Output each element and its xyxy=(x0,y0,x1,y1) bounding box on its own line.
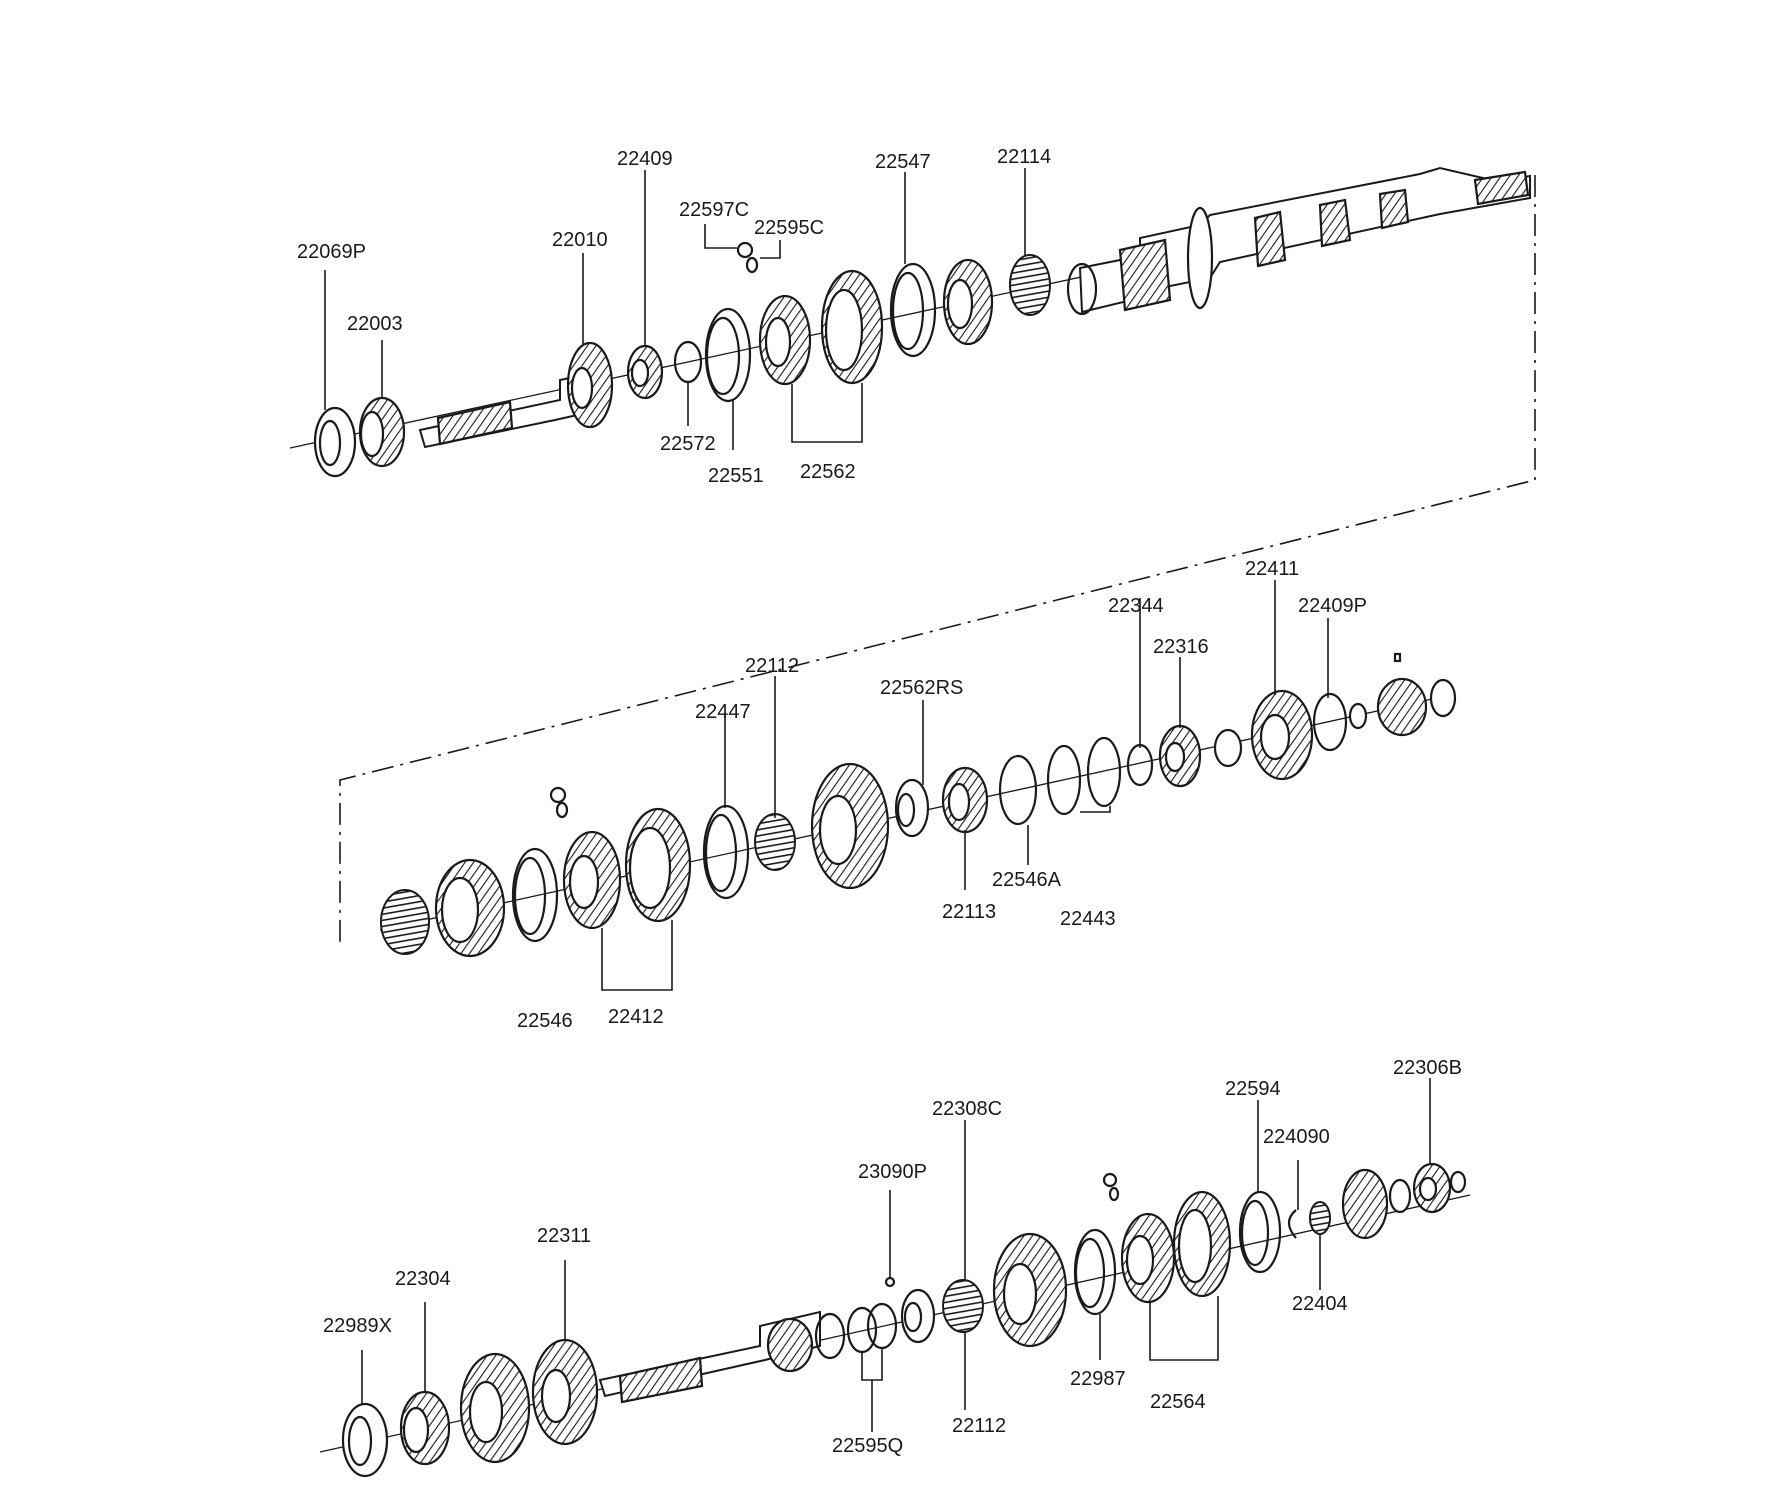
part-detent-ball xyxy=(549,786,567,804)
labels-bottom: 22306B 22594 224090 22308C 23090P 22311 … xyxy=(323,1057,1462,1457)
label-22547: 22547 xyxy=(875,151,931,173)
part-end-nut-bottom xyxy=(1449,1170,1467,1194)
part-small-pin xyxy=(1393,652,1402,663)
rear-shaft-end xyxy=(1066,262,1098,316)
main-shaft-assembly xyxy=(289,166,1531,478)
part-22404 xyxy=(1309,1201,1331,1235)
part-22597C xyxy=(736,241,754,259)
label-22594: 22594 xyxy=(1225,1078,1281,1100)
part-224090 xyxy=(1287,1209,1297,1239)
label-22404: 22404 xyxy=(1292,1293,1348,1315)
part-roller-bearing xyxy=(766,1317,814,1373)
leader-lines-bottom xyxy=(361,1078,1431,1432)
label-22344: 22344 xyxy=(1108,595,1164,617)
label-22010: 22010 xyxy=(552,229,608,251)
part-ring-middle-1 xyxy=(511,847,559,943)
label-22551: 22551 xyxy=(708,465,764,487)
label-22311: 22311 xyxy=(537,1225,591,1247)
label-22409P: 22409P xyxy=(1298,595,1367,617)
label-22114: 22114 xyxy=(997,146,1051,168)
label-22597C: 22597C xyxy=(679,199,749,221)
rear-gear-teeth-3 xyxy=(1318,198,1352,248)
part-ring-b1 xyxy=(814,1312,846,1360)
label-22562RS: 22562RS xyxy=(880,677,963,699)
part-22409P xyxy=(1312,692,1348,752)
label-22113: 22113 xyxy=(942,901,996,923)
label-22443: 22443 xyxy=(1060,908,1116,930)
part-22594 xyxy=(1238,1190,1282,1274)
part-22595C xyxy=(745,256,759,274)
labels-top: 22069P 22003 22010 22409 22597C 22595C 2… xyxy=(297,146,1051,487)
part-22595Q-a xyxy=(846,1306,878,1354)
label-22112-middle: 22112 xyxy=(745,655,799,677)
rear-flange xyxy=(1186,206,1214,310)
label-22989X: 22989X xyxy=(323,1315,392,1337)
part-22114 xyxy=(1009,254,1051,316)
label-22595C: 22595C xyxy=(754,217,824,239)
rear-spline xyxy=(1473,170,1530,206)
part-end-hub-bottom xyxy=(1341,1168,1389,1240)
leader-lines-middle xyxy=(601,580,1329,991)
label-22412: 22412 xyxy=(608,1006,664,1028)
label-22411: 22411 xyxy=(1245,558,1299,580)
part-needle-bearing-left xyxy=(380,889,430,955)
rear-gear-teeth-4 xyxy=(1378,188,1410,230)
part-detent-spring xyxy=(555,801,569,819)
part-22443-b xyxy=(1086,736,1122,808)
label-22546A: 22546A xyxy=(992,869,1062,891)
part-22112-bottom xyxy=(942,1279,984,1333)
rear-gear-teeth-2 xyxy=(1253,210,1287,268)
label-22304: 22304 xyxy=(395,1268,451,1290)
leader-lines-top xyxy=(324,168,1026,450)
label-22069P: 22069P xyxy=(297,241,366,263)
main-shaft-splines xyxy=(436,400,514,446)
part-22562RS xyxy=(894,778,930,838)
label-22003: 22003 xyxy=(347,313,403,335)
connector-top-middle xyxy=(339,175,1536,945)
label-224090: 224090 xyxy=(1263,1126,1330,1148)
part-22443-a xyxy=(1046,744,1082,816)
label-22447: 22447 xyxy=(695,701,751,723)
part-collar xyxy=(900,1288,936,1344)
label-22306B: 22306B xyxy=(1393,1057,1462,1079)
middle-shaft-assembly xyxy=(379,652,1457,958)
output-shaft-splines xyxy=(618,1356,704,1404)
part-22547 xyxy=(889,262,937,358)
part-washer xyxy=(1348,702,1368,730)
label-22316: 22316 xyxy=(1153,636,1209,658)
part-detent-ball-bottom xyxy=(1102,1172,1118,1188)
part-end-hub xyxy=(1376,677,1428,737)
label-22409: 22409 xyxy=(617,148,673,170)
part-22447 xyxy=(702,804,750,900)
part-22112-middle xyxy=(754,813,796,871)
labels-middle: 22411 22344 22409P 22316 22112 22562RS 2… xyxy=(517,558,1367,1032)
label-22572: 22572 xyxy=(660,433,716,455)
label-22308C: 22308C xyxy=(932,1098,1002,1120)
label-22595Q: 22595Q xyxy=(832,1435,903,1457)
part-22546A xyxy=(998,754,1038,826)
part-end-nut xyxy=(1429,678,1457,718)
label-22987: 22987 xyxy=(1070,1368,1126,1390)
part-spacer xyxy=(1213,728,1243,768)
label-22112-bottom: 22112 xyxy=(952,1415,1006,1437)
label-22562: 22562 xyxy=(800,461,856,483)
output-shaft-assembly xyxy=(319,1162,1471,1478)
label-23090P: 23090P xyxy=(858,1161,927,1183)
label-22546: 22546 xyxy=(517,1010,573,1032)
label-22564: 22564 xyxy=(1150,1391,1206,1413)
rear-gear-teeth xyxy=(1118,238,1172,312)
part-23090P xyxy=(884,1276,896,1288)
